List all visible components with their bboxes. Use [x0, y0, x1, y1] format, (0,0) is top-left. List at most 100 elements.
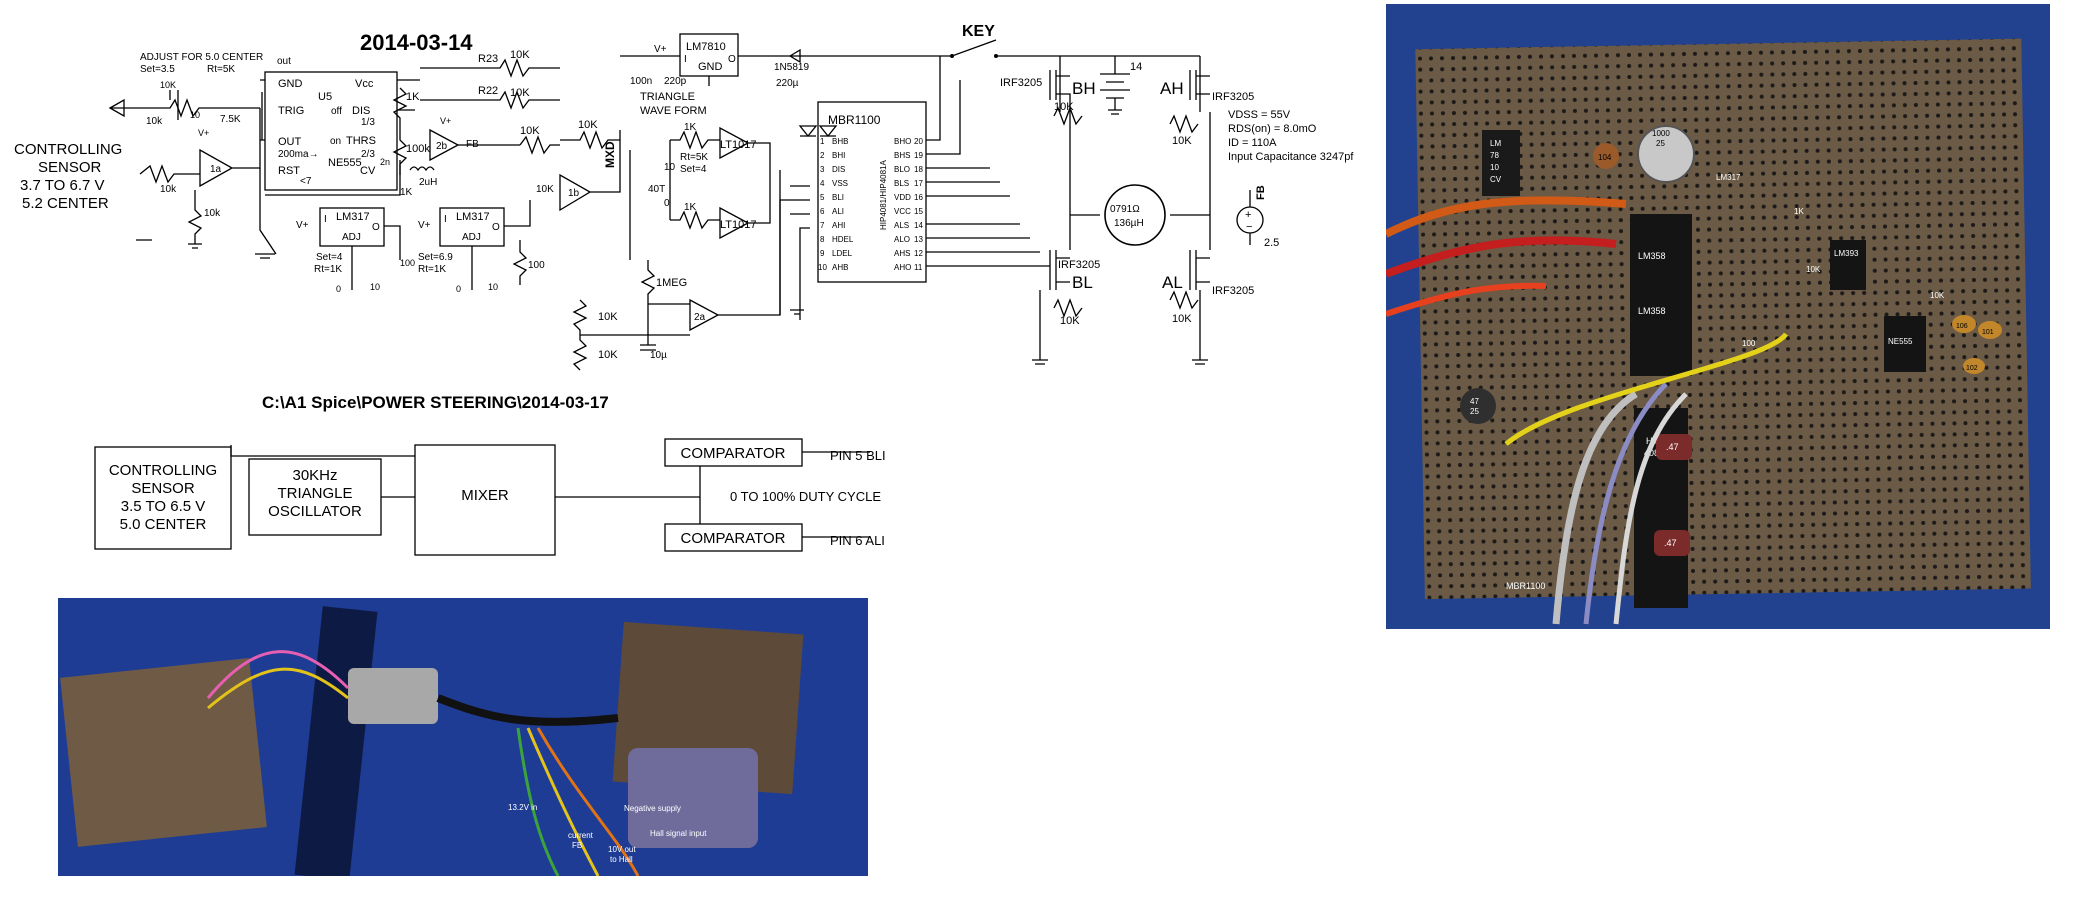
svg-text:COMPARATOR: COMPARATOR [680, 530, 785, 547]
svg-text:ADJ: ADJ [342, 232, 361, 243]
svg-text:MBR1100: MBR1100 [828, 113, 881, 127]
svg-text:10K: 10K [1930, 291, 1945, 300]
svg-text:VSS: VSS [832, 179, 848, 188]
svg-text:200ma→: 200ma→ [278, 149, 319, 160]
svg-text:19: 19 [914, 151, 923, 160]
svg-text:TRIANGLE: TRIANGLE [640, 91, 695, 103]
svg-text:WAVE FORM: WAVE FORM [640, 105, 707, 117]
set-35-label: Set=3.5 [140, 64, 175, 75]
svg-text:Rt=5K: Rt=5K [680, 152, 708, 163]
svg-text:I: I [444, 214, 447, 225]
svg-text:2n: 2n [380, 157, 390, 167]
svg-text:R23: R23 [478, 53, 498, 65]
svg-text:13.2V in: 13.2V in [508, 803, 537, 812]
bulk-capacitor [1637, 125, 1695, 183]
svg-text:1a: 1a [210, 164, 222, 175]
svg-text:V+: V+ [654, 44, 667, 55]
svg-text:Hall signal input: Hall signal input [650, 829, 707, 838]
pin6-label: PIN 6 ALI [830, 533, 885, 548]
svg-text:current: current [568, 831, 594, 840]
svg-text:101: 101 [1982, 329, 1994, 336]
svg-text:220p: 220p [664, 76, 687, 87]
svg-text:IRF3205: IRF3205 [1212, 285, 1254, 297]
h-bridge: IRF3205 IRF3205 IRF3205 IRF3205 BH AH BL… [1000, 56, 1254, 365]
svg-text:10K: 10K [1172, 313, 1192, 325]
lm7810-regulator-photo [1482, 130, 1520, 196]
svg-text:12: 12 [914, 249, 923, 258]
ne555-chip [1884, 316, 1926, 372]
svg-text:3.5 TO 6.5 V: 3.5 TO 6.5 V [121, 498, 206, 515]
svg-text:1MEG: 1MEG [656, 277, 687, 289]
svg-text:15: 15 [914, 207, 923, 216]
svg-text:ALS: ALS [894, 221, 909, 230]
svg-text:10K: 10K [520, 125, 540, 137]
svg-text:NE555: NE555 [1888, 337, 1913, 346]
svg-text:8: 8 [820, 235, 825, 244]
svg-text:10K: 10K [1172, 135, 1192, 147]
svg-text:VDD: VDD [894, 193, 911, 202]
svg-text:11: 11 [914, 263, 923, 272]
svg-text:2b: 2b [436, 141, 448, 152]
svg-text:Set=6.9: Set=6.9 [418, 252, 453, 263]
svg-text:2/3: 2/3 [361, 149, 375, 160]
svg-text:47: 47 [1470, 397, 1479, 406]
svg-text:RDS(on) = 8.0mO: RDS(on) = 8.0mO [1228, 123, 1317, 135]
svg-text:−: − [1246, 221, 1252, 233]
svg-text:10K: 10K [598, 349, 618, 361]
svg-text:7.5K: 7.5K [220, 114, 241, 125]
svg-text:0791Ω: 0791Ω [1110, 204, 1140, 215]
svg-text:5: 5 [820, 193, 825, 202]
svg-text:Set=4: Set=4 [316, 252, 343, 263]
svg-text:10K: 10K [578, 119, 598, 131]
svg-text:BHI: BHI [832, 151, 845, 160]
svg-text:to Hall: to Hall [610, 855, 633, 864]
svg-text:AHO: AHO [894, 263, 911, 272]
svg-text:7: 7 [820, 221, 825, 230]
opamp-1a: 1a V+ 10k 7.5K 10k 10k 10K 10 [108, 80, 277, 259]
pin5-label: PIN 5 BLI [830, 448, 886, 463]
svg-text:10k: 10k [204, 208, 221, 219]
svg-text:78: 78 [1490, 151, 1499, 160]
svg-text:1K: 1K [400, 187, 413, 198]
svg-text:LM358: LM358 [1638, 251, 1666, 261]
svg-text:AHS: AHS [894, 249, 910, 258]
svg-text:TRIG: TRIG [278, 105, 304, 117]
svg-text:V+: V+ [296, 220, 309, 231]
svg-text:HDEL: HDEL [832, 235, 854, 244]
schematic-date-title: 2014-03-14 [360, 30, 473, 55]
ceramic-cap-104 [1593, 143, 1619, 169]
fb-source: + − FB 2.5 [1236, 185, 1279, 249]
svg-text:5.0 CENTER: 5.0 CENTER [120, 516, 207, 533]
controlling-sensor-label: CONTROLLING SENSOR 3.7 TO 6.7 V 5.2 CENT… [14, 141, 122, 212]
svg-text:SENSOR: SENSOR [131, 480, 195, 497]
svg-text:4: 4 [820, 179, 825, 188]
svg-text:off: off [331, 106, 342, 117]
svg-text:18: 18 [914, 165, 923, 174]
hip4081-driver: MBR1100 HIP4081/HIP4081A BHB BHI DIS VSS… [779, 56, 1050, 320]
svg-text:1K: 1K [1794, 207, 1804, 216]
svg-text:GND: GND [278, 78, 303, 90]
svg-text:14: 14 [1130, 61, 1142, 73]
svg-text:KEY: KEY [962, 23, 995, 40]
svg-text:I: I [684, 54, 687, 65]
svg-text:100: 100 [528, 260, 545, 271]
svg-text:HIP4081/HIP4081A: HIP4081/HIP4081A [879, 160, 888, 230]
svg-text:Negative supply: Negative supply [624, 804, 681, 813]
svg-text:3.7 TO 6.7 V: 3.7 TO 6.7 V [20, 177, 105, 194]
svg-text:BH: BH [1072, 79, 1096, 98]
key-switch: KEY [930, 23, 1200, 58]
svg-text:10: 10 [488, 282, 498, 292]
svg-text:20: 20 [914, 137, 923, 146]
svg-text:TRIANGLE: TRIANGLE [277, 485, 352, 502]
svg-text:5.2 CENTER: 5.2 CENTER [22, 195, 109, 212]
svg-text:IRF3205: IRF3205 [1212, 91, 1254, 103]
svg-text:MXD: MXD [603, 141, 617, 168]
svg-text:V+: V+ [198, 128, 209, 138]
svg-text:on: on [330, 136, 341, 147]
svg-text:LT1017: LT1017 [720, 219, 757, 231]
svg-text:2a: 2a [694, 312, 706, 323]
svg-text:100n: 100n [630, 76, 652, 87]
svg-text:10µ: 10µ [650, 350, 667, 361]
perfboard-photo: LM358 LM358 HIP 4081A LM393 NE555 LM 78 … [1386, 4, 2050, 629]
svg-text:BHS: BHS [894, 151, 910, 160]
